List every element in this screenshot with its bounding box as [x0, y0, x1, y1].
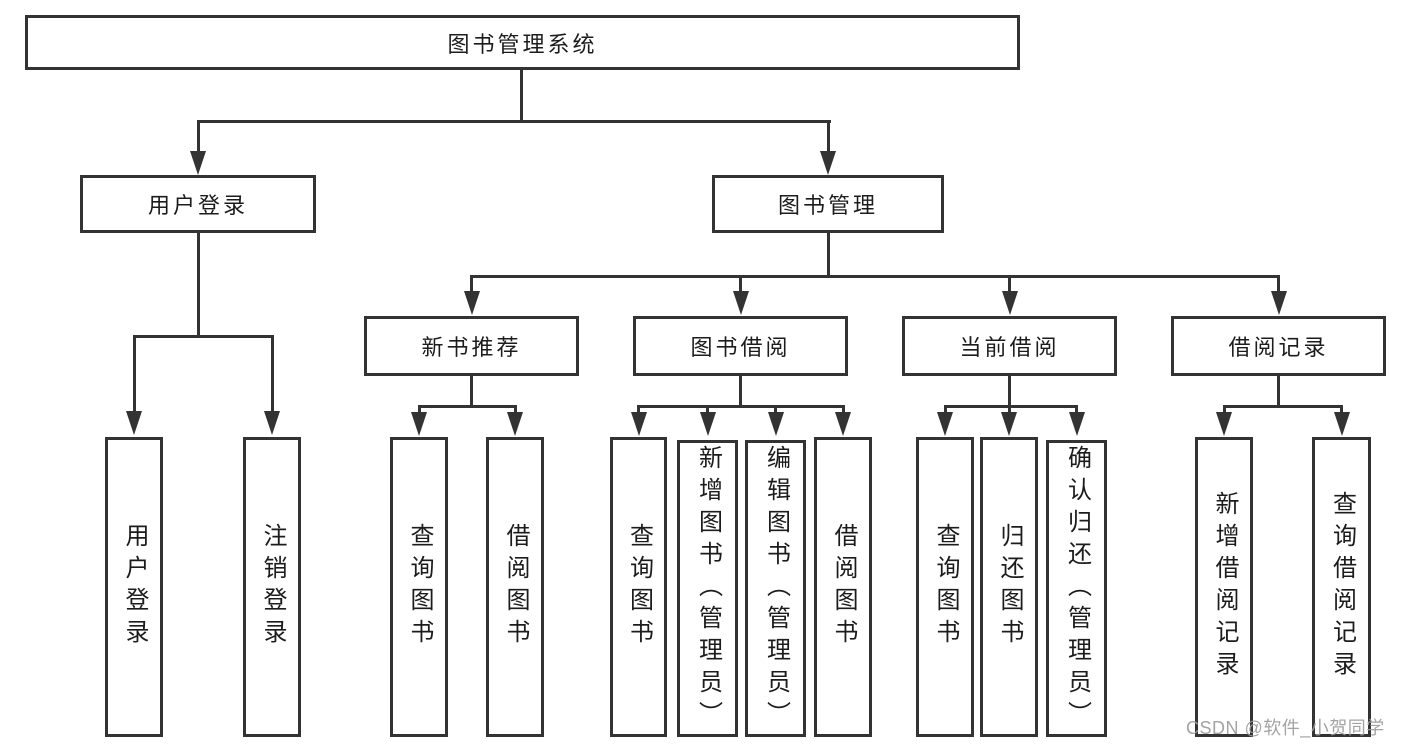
connector-line: [1008, 405, 1011, 414]
arrowhead-down-icon: [1002, 291, 1018, 315]
arrowhead-down-icon: [835, 412, 851, 436]
connector-line: [1340, 405, 1343, 414]
connector-line: [827, 233, 830, 278]
connector-line: [520, 70, 523, 123]
node-book-management: 图书管理: [712, 175, 944, 233]
arrowhead-down-icon: [507, 412, 523, 436]
arrowhead-down-icon: [1069, 412, 1085, 436]
arrowhead-down-icon: [768, 412, 784, 436]
arrowhead-down-icon: [190, 151, 206, 175]
leaf-query-books-borrowing: 查询图书: [610, 437, 667, 737]
arrowhead-down-icon: [820, 151, 836, 175]
connector-line: [1277, 275, 1280, 295]
arrowhead-down-icon: [1216, 412, 1232, 436]
leaf-borrow-books-recommend: 借阅图书: [486, 437, 544, 737]
arrowhead-down-icon: [631, 412, 647, 436]
arrowhead-down-icon: [937, 412, 953, 436]
leaf-query-books-current: 查询图书: [916, 437, 974, 737]
connector-line: [1223, 405, 1226, 414]
connector-line: [1008, 376, 1011, 408]
connector-line: [774, 405, 777, 414]
leaf-add-books-admin: 新增图书（管理员）: [677, 440, 738, 737]
connector-line: [470, 275, 473, 295]
node-root-library-system: 图书管理系统: [25, 15, 1020, 70]
connector-line: [1008, 275, 1011, 295]
connector-line: [197, 233, 200, 337]
connector-line: [418, 405, 517, 408]
leaf-user-login: 用户登录: [105, 437, 163, 737]
node-new-book-recommendation: 新书推荐: [364, 316, 579, 376]
arrowhead-down-icon: [464, 291, 480, 315]
leaf-borrow-books-borrowing: 借阅图书: [814, 437, 872, 737]
connector-line: [1075, 405, 1078, 414]
connector-line: [637, 405, 845, 408]
arrowhead-down-icon: [411, 412, 427, 436]
connector-line: [470, 275, 1280, 278]
leaf-query-books-recommend: 查询图书: [390, 437, 448, 737]
connector-line: [197, 120, 831, 123]
node-current-borrowing: 当前借阅: [902, 316, 1117, 376]
leaf-return-books: 归还图书: [980, 437, 1038, 737]
connector-line: [739, 275, 742, 295]
leaf-logout: 注销登录: [243, 437, 301, 737]
connector-line: [418, 405, 421, 414]
arrowhead-down-icon: [700, 412, 716, 436]
node-borrowing-records: 借阅记录: [1171, 316, 1386, 376]
connector-line: [944, 405, 1078, 408]
connector-line: [470, 376, 473, 408]
connector-line: [739, 376, 742, 408]
connector-line: [1277, 376, 1280, 408]
arrowhead-down-icon: [126, 411, 142, 435]
leaf-edit-books-admin: 编辑图书（管理员）: [745, 440, 806, 737]
connector-line: [197, 120, 200, 152]
connector-line: [944, 405, 947, 414]
arrowhead-down-icon: [1334, 412, 1350, 436]
watermark: CSDN @软件_小贺同学: [1186, 718, 1385, 738]
connector-line: [827, 120, 830, 152]
arrowhead-down-icon: [1001, 412, 1017, 436]
connector-line: [133, 335, 136, 412]
connector-line: [1223, 405, 1343, 408]
connector-line: [637, 405, 640, 414]
connector-line: [271, 335, 274, 412]
arrowhead-down-icon: [733, 291, 749, 315]
leaf-confirm-return-admin: 确认归还（管理员）: [1046, 440, 1107, 737]
connector-line: [133, 335, 273, 338]
leaf-add-borrow-record: 新增借阅记录: [1195, 437, 1253, 737]
connector-line: [514, 405, 517, 414]
arrowhead-down-icon: [1271, 291, 1287, 315]
leaf-query-borrow-record: 查询借阅记录: [1312, 437, 1371, 737]
connector-line: [842, 405, 845, 414]
arrowhead-down-icon: [264, 411, 280, 435]
node-book-borrowing: 图书借阅: [633, 316, 848, 376]
node-user-login: 用户登录: [80, 175, 316, 233]
connector-line: [706, 405, 709, 414]
